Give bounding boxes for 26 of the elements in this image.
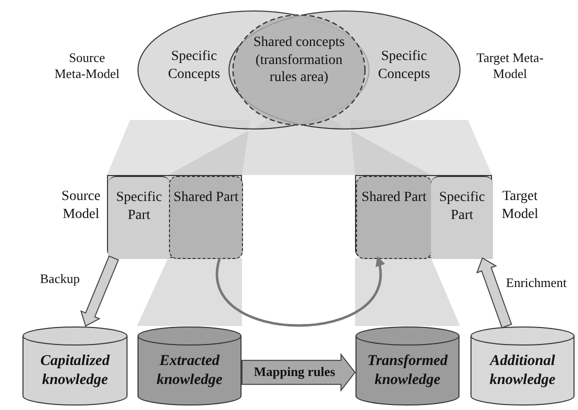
model-label: Source Model [60, 188, 102, 223]
meta-model-label: Source Meta-Model [54, 50, 120, 82]
block-arrow [80, 255, 120, 327]
meta-model-label: Target Meta-Model [476, 50, 544, 82]
database-label: Extracted knowledge [156, 352, 224, 390]
database-label: Additional knowledge [488, 352, 556, 390]
edge-label: Enrichment [506, 276, 567, 289]
part-box [431, 176, 493, 259]
database-label: Capitalized knowledge [39, 352, 111, 390]
edge-label: Backup [40, 272, 80, 285]
part-label: Specific Part [115, 189, 163, 224]
database-label: Transformed knowledge [366, 352, 449, 390]
part-label: Specific Part [438, 189, 486, 224]
concept-label: Specific Concepts [166, 48, 222, 83]
edge-label: Mapping rules [252, 365, 336, 378]
block-arrow [476, 257, 512, 328]
part-label: Shared Part [172, 189, 240, 206]
curved-arrow [216, 256, 384, 327]
part-box [108, 176, 170, 259]
model-label: Target Model [500, 188, 540, 223]
concept-label: Shared concepts (transformation rules area) [252, 34, 346, 86]
block-arrow [242, 352, 356, 392]
part-label: Shared Part [360, 189, 428, 206]
shared-part-box [356, 176, 432, 259]
shared-part-box [169, 176, 243, 259]
concept-label: Specific Concepts [376, 48, 432, 83]
